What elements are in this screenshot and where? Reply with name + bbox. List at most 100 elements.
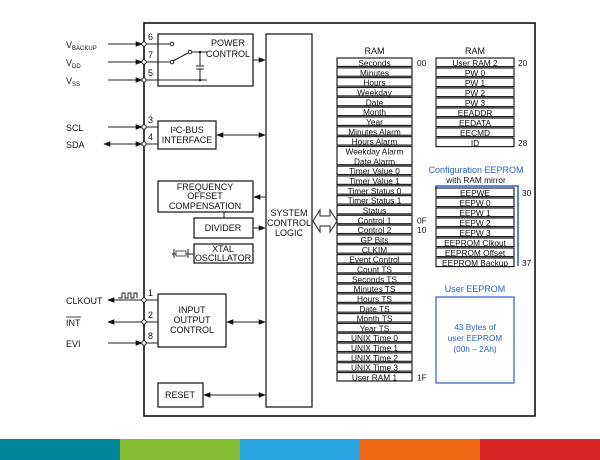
register-row: Count TS [336, 263, 413, 274]
table-title: RAM [465, 46, 485, 56]
clock-waveform-icon [118, 292, 138, 299]
pin-clkout: CLKOUT 1 [66, 288, 153, 306]
pin-pad [141, 77, 147, 83]
pin-number: 1 [148, 288, 153, 298]
register-address: 28 [518, 138, 528, 148]
svg-text:DIVIDER: DIVIDER [205, 223, 242, 233]
register-row: EEPW 0 [435, 197, 515, 208]
register-row: Hours [336, 77, 413, 88]
svg-text:Date: Date [366, 97, 384, 107]
pin-vbackup: VBACKUP 6 [66, 32, 153, 52]
svg-text:user EEPROM: user EEPROM [448, 333, 502, 343]
svg-text:EEPW 0: EEPW 0 [459, 198, 491, 208]
color-bar-segment [480, 439, 600, 460]
register-row: EEPW 2 [435, 217, 515, 228]
svg-text:Date Alarm: Date Alarm [354, 156, 395, 166]
svg-text:COMPENSATION: COMPENSATION [169, 201, 241, 211]
register-row: Hours Alarm [336, 136, 413, 147]
color-bar-segment [360, 439, 480, 460]
register-row: Minutes Alarm [336, 126, 413, 137]
register-row: Minutes TS [336, 283, 413, 294]
register-row: CLKIM [336, 244, 413, 255]
register-row: Timer Status 1 [336, 195, 413, 206]
xtal-oscillator-block: XTAL OSCILLATOR [172, 243, 254, 264]
color-bar-segment [0, 439, 120, 460]
svg-text:Hours Alarm: Hours Alarm [352, 137, 398, 147]
svg-text:Seconds TS: Seconds TS [352, 274, 398, 284]
svg-text:UNIX Time 2: UNIX Time 2 [351, 353, 398, 363]
register-row: PW 1 [435, 77, 515, 88]
pin-number: 2 [148, 310, 153, 320]
register-row: Timer Value 0 [336, 165, 413, 176]
svg-text:EEDATA: EEDATA [459, 118, 491, 128]
register-row: PW 3 [435, 97, 515, 108]
svg-text:Weekday: Weekday [357, 87, 392, 97]
svg-text:Year: Year [366, 117, 383, 127]
register-address: 30 [522, 188, 532, 198]
svg-text:Timer Value 1: Timer Value 1 [349, 176, 400, 186]
svg-text:Month: Month [363, 107, 386, 117]
register-row: User RAM 2 [435, 57, 515, 68]
pin-label: VBACKUP [66, 40, 97, 52]
svg-text:UNIX Time 0: UNIX Time 0 [351, 333, 398, 343]
register-row: Timer Status 0 [336, 185, 413, 196]
register-row: EEPW 1 [435, 207, 515, 218]
svg-text:CONTROL: CONTROL [267, 218, 311, 228]
pin-pad [141, 124, 147, 130]
color-bar-segment [120, 439, 240, 460]
color-bar-segment [240, 439, 360, 460]
register-row: Weekday [336, 86, 413, 97]
register-row: EEPROM Backup [435, 257, 515, 268]
register-row: Timer Value 1 [336, 175, 413, 186]
register-row: EEPROM Clkout [435, 237, 515, 248]
pin-label: SCL [66, 123, 84, 133]
pin-number: 5 [148, 68, 153, 78]
register-row: Event Control [336, 254, 413, 265]
svg-text:INTERFACE: INTERFACE [162, 135, 213, 145]
svg-text:Count TS: Count TS [357, 264, 392, 274]
pin-number: 4 [148, 132, 153, 142]
i2c-bus-interface-block: I²C-BUS INTERFACE [157, 120, 217, 150]
svg-text:User EEPROM: User EEPROM [445, 284, 506, 294]
register-row: Date TS [336, 303, 413, 314]
svg-text:Timer Value 0: Timer Value 0 [349, 166, 400, 176]
crystal-icon [172, 249, 194, 258]
svg-text:RESET: RESET [165, 390, 196, 400]
chip-outline [143, 22, 536, 417]
svg-text:EEPROM Offset: EEPROM Offset [445, 248, 506, 258]
svg-text:Control 2: Control 2 [358, 225, 392, 235]
svg-text:Year TS: Year TS [360, 323, 390, 333]
svg-text:43 Bytes of: 43 Bytes of [454, 322, 496, 332]
svg-text:Event Control: Event Control [349, 255, 399, 265]
svg-text:Month TS: Month TS [357, 314, 393, 324]
svg-text:EEADDR: EEADDR [458, 108, 493, 118]
svg-text:with RAM mirror: with RAM mirror [445, 175, 506, 185]
pin-pad [141, 297, 147, 303]
pin-number: 6 [148, 32, 153, 42]
svg-text:Hours TS: Hours TS [357, 294, 392, 304]
svg-text:Status: Status [363, 205, 387, 215]
svg-text:Timer Status 1: Timer Status 1 [348, 196, 402, 206]
register-row: EEPROM Offset [435, 247, 515, 258]
svg-text:OUTPUT: OUTPUT [174, 315, 212, 325]
register-row: EEADDR [435, 107, 515, 118]
pin-number: 8 [148, 331, 153, 341]
svg-text:(00h – 2Ah): (00h – 2Ah) [453, 344, 497, 354]
register-row: Hours TS [336, 293, 413, 304]
pin-label: CLKOUT [66, 296, 103, 306]
pin-pad [141, 319, 147, 325]
register-address: 0F [417, 215, 427, 225]
register-row: Control 1 [336, 214, 413, 225]
svg-text:OSCILLATOR: OSCILLATOR [195, 253, 252, 263]
register-row: UNIX Time 1 [336, 342, 413, 353]
svg-text:Control 1: Control 1 [358, 215, 392, 225]
register-row: Month [336, 106, 413, 117]
user-eeprom-block: User EEPROM 43 Bytes of user EEPROM (00h… [435, 284, 515, 384]
svg-text:LOGIC: LOGIC [275, 228, 304, 238]
register-address: 37 [522, 258, 532, 268]
